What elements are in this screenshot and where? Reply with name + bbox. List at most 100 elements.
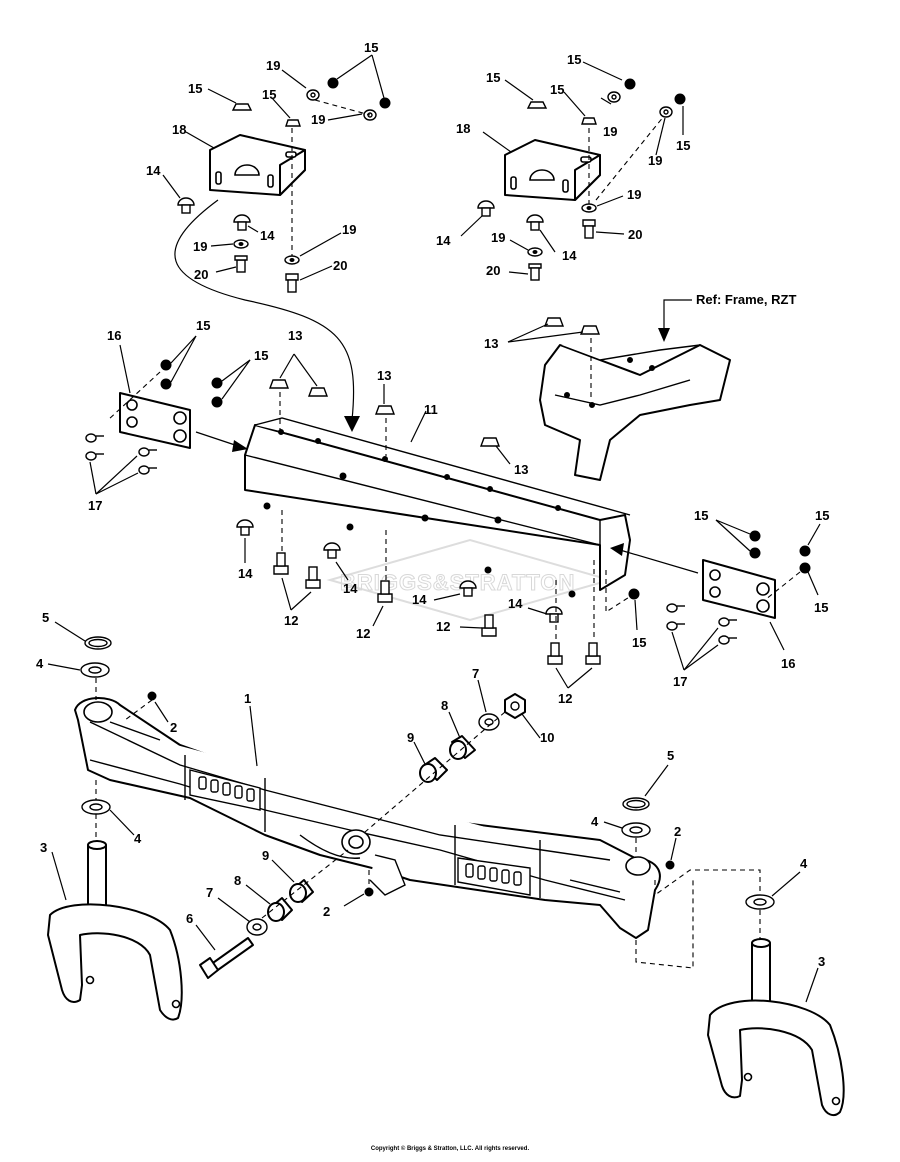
screw-17 bbox=[718, 617, 737, 627]
callout-2: 2 bbox=[674, 824, 681, 839]
nut-13 bbox=[268, 379, 290, 389]
bolt-6 bbox=[199, 937, 254, 979]
callout-11: 11 bbox=[424, 402, 438, 417]
washer-19 bbox=[659, 106, 673, 118]
washer-4 bbox=[745, 894, 775, 910]
callout-4: 4 bbox=[134, 831, 142, 846]
nut-13 bbox=[579, 325, 601, 335]
spacer-9 bbox=[289, 879, 314, 903]
bolt-14 bbox=[177, 197, 195, 214]
bolt-14 bbox=[526, 214, 544, 231]
callout-15: 15 bbox=[814, 600, 828, 615]
washer-4 bbox=[81, 799, 111, 815]
callout-15: 15 bbox=[567, 52, 581, 67]
nut-13 bbox=[479, 437, 501, 447]
callout-18: 18 bbox=[172, 122, 186, 137]
callout-19: 19 bbox=[193, 239, 207, 254]
callout-14: 14 bbox=[146, 163, 161, 178]
caster-fork-3-left bbox=[47, 840, 183, 1021]
grease-fitting-2 bbox=[665, 860, 675, 870]
callout-20: 20 bbox=[194, 267, 208, 282]
callout-4: 4 bbox=[800, 856, 808, 871]
assembly-arrow bbox=[174, 199, 355, 421]
callout-1: 1 bbox=[244, 691, 251, 706]
nut-15 bbox=[749, 530, 761, 542]
nut-15 bbox=[211, 396, 223, 408]
callout-7: 7 bbox=[206, 885, 213, 900]
callout-16: 16 bbox=[781, 656, 795, 671]
screw-17 bbox=[718, 635, 737, 645]
callout-9: 9 bbox=[262, 848, 269, 863]
copyright-notice: Copyright © Briggs & Stratton, LLC. All … bbox=[370, 1146, 530, 1152]
callout-10: 10 bbox=[540, 730, 554, 745]
caster-fork-3-right bbox=[707, 938, 845, 1117]
callout-9: 9 bbox=[407, 730, 414, 745]
callout-2: 2 bbox=[323, 904, 330, 919]
callout-14: 14 bbox=[436, 233, 451, 248]
arrow-head bbox=[344, 416, 360, 432]
callout-5: 5 bbox=[42, 610, 49, 625]
screw-17 bbox=[85, 433, 104, 443]
callout-19: 19 bbox=[311, 112, 325, 127]
callout-13: 13 bbox=[484, 336, 498, 351]
bolt-12 bbox=[547, 642, 563, 665]
plate-16-left bbox=[119, 392, 191, 449]
bolt-12 bbox=[305, 566, 321, 589]
callout-15: 15 bbox=[262, 87, 276, 102]
bolt-12 bbox=[273, 552, 289, 575]
bolt-20 bbox=[528, 263, 542, 281]
bolt-12 bbox=[481, 614, 497, 637]
callout-15: 15 bbox=[632, 635, 646, 650]
callout-15: 15 bbox=[188, 81, 202, 96]
callout-17: 17 bbox=[673, 674, 687, 689]
bolt-14 bbox=[323, 542, 341, 559]
callout-19: 19 bbox=[491, 230, 505, 245]
washer-19 bbox=[306, 89, 320, 101]
callout-4: 4 bbox=[36, 656, 44, 671]
bolt-12 bbox=[585, 642, 601, 665]
callout-4: 4 bbox=[591, 814, 599, 829]
callout-14: 14 bbox=[508, 596, 523, 611]
callout-12: 12 bbox=[356, 626, 370, 641]
bolt-14 bbox=[477, 200, 495, 217]
callout-7: 7 bbox=[472, 666, 479, 681]
washer-4 bbox=[621, 822, 651, 838]
callout-3: 3 bbox=[818, 954, 825, 969]
callout-8: 8 bbox=[234, 873, 241, 888]
callout-19: 19 bbox=[342, 222, 356, 237]
callout-15: 15 bbox=[196, 318, 210, 333]
washer-19 bbox=[527, 247, 543, 257]
bolt-12 bbox=[377, 580, 393, 603]
callout-19: 19 bbox=[603, 124, 617, 139]
callout-13: 13 bbox=[288, 328, 302, 343]
washer-19 bbox=[581, 203, 597, 213]
callout-20: 20 bbox=[486, 263, 500, 278]
ring-5 bbox=[84, 636, 112, 650]
callout-15: 15 bbox=[676, 138, 690, 153]
callout-3: 3 bbox=[40, 840, 47, 855]
nut-15 bbox=[231, 103, 253, 111]
nut-15 bbox=[211, 377, 223, 389]
callout-8: 8 bbox=[441, 698, 448, 713]
callout-14: 14 bbox=[343, 581, 358, 596]
nut-15 bbox=[160, 378, 172, 390]
grease-fitting-2 bbox=[364, 887, 374, 897]
nut-13 bbox=[543, 317, 565, 327]
callout-5: 5 bbox=[667, 748, 674, 763]
screw-17 bbox=[138, 465, 157, 475]
nut-13 bbox=[307, 387, 329, 397]
callout-19: 19 bbox=[266, 58, 280, 73]
nut-15 bbox=[749, 547, 761, 559]
callout-2: 2 bbox=[170, 720, 177, 735]
svg-text:BRIGGS&STRATTON: BRIGGS&STRATTON bbox=[340, 570, 575, 595]
washer-4 bbox=[80, 662, 110, 678]
callout-14: 14 bbox=[238, 566, 253, 581]
callout-17: 17 bbox=[88, 498, 102, 513]
nut-15 bbox=[526, 101, 548, 109]
callout-16: 16 bbox=[107, 328, 121, 343]
nut-15 bbox=[799, 562, 811, 574]
screw-17 bbox=[85, 451, 104, 461]
arrow-to-channel bbox=[619, 549, 699, 574]
callout-12: 12 bbox=[284, 613, 298, 628]
